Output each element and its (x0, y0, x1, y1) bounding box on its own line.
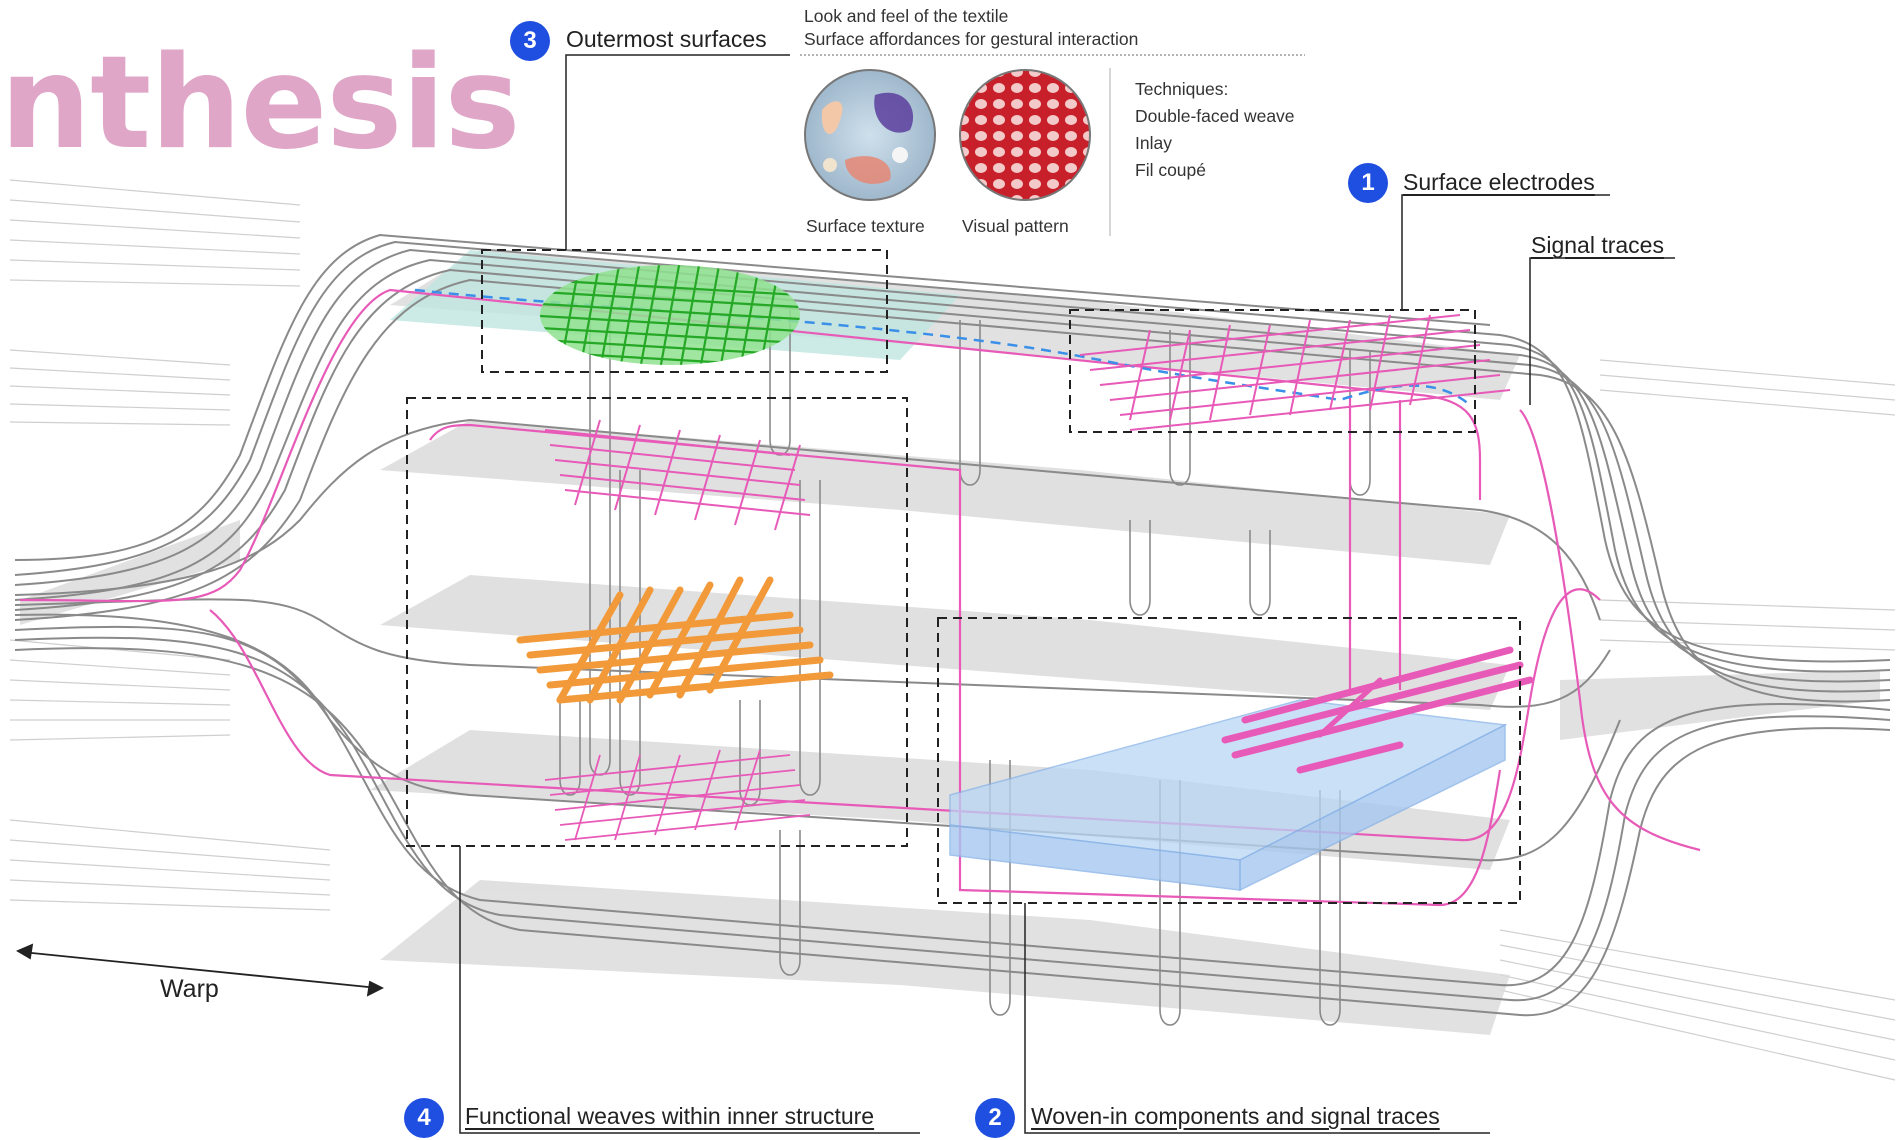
outermost-surfaces-label: Outermost surfaces (566, 28, 767, 51)
callout-badge-3: 3 (510, 21, 550, 61)
surface-texture-caption: Surface texture (806, 218, 925, 236)
look-and-feel-line2: Surface affordances for gestural interac… (804, 31, 1138, 49)
look-and-feel-line1: Look and feel of the textile (804, 8, 1008, 26)
visual-pattern-swatch (960, 70, 1090, 200)
signal-traces-label: Signal traces (1531, 234, 1664, 257)
functional-weaves-label: Functional weaves within inner structure (465, 1105, 874, 1128)
techniques-title: Techniques: (1135, 76, 1295, 103)
technique-item: Inlay (1135, 130, 1295, 157)
technique-item: Double-faced weave (1135, 103, 1295, 130)
callout-badge-4: 4 (404, 1098, 444, 1138)
warp-label: Warp (160, 975, 219, 1004)
woven-in-components-label: Woven-in components and signal traces (1031, 1105, 1440, 1128)
surface-electrodes-label: Surface electrodes (1403, 171, 1595, 194)
technique-item: Fil coupé (1135, 157, 1295, 184)
callout-badge-2: 2 (975, 1098, 1015, 1138)
heading-fragment: nthesis (0, 40, 520, 168)
surface-texture-swatch (805, 70, 935, 200)
techniques-list: Techniques: Double-faced weave Inlay Fil… (1135, 76, 1295, 184)
callout-badge-1: 1 (1348, 163, 1388, 203)
visual-pattern-caption: Visual pattern (962, 218, 1069, 236)
